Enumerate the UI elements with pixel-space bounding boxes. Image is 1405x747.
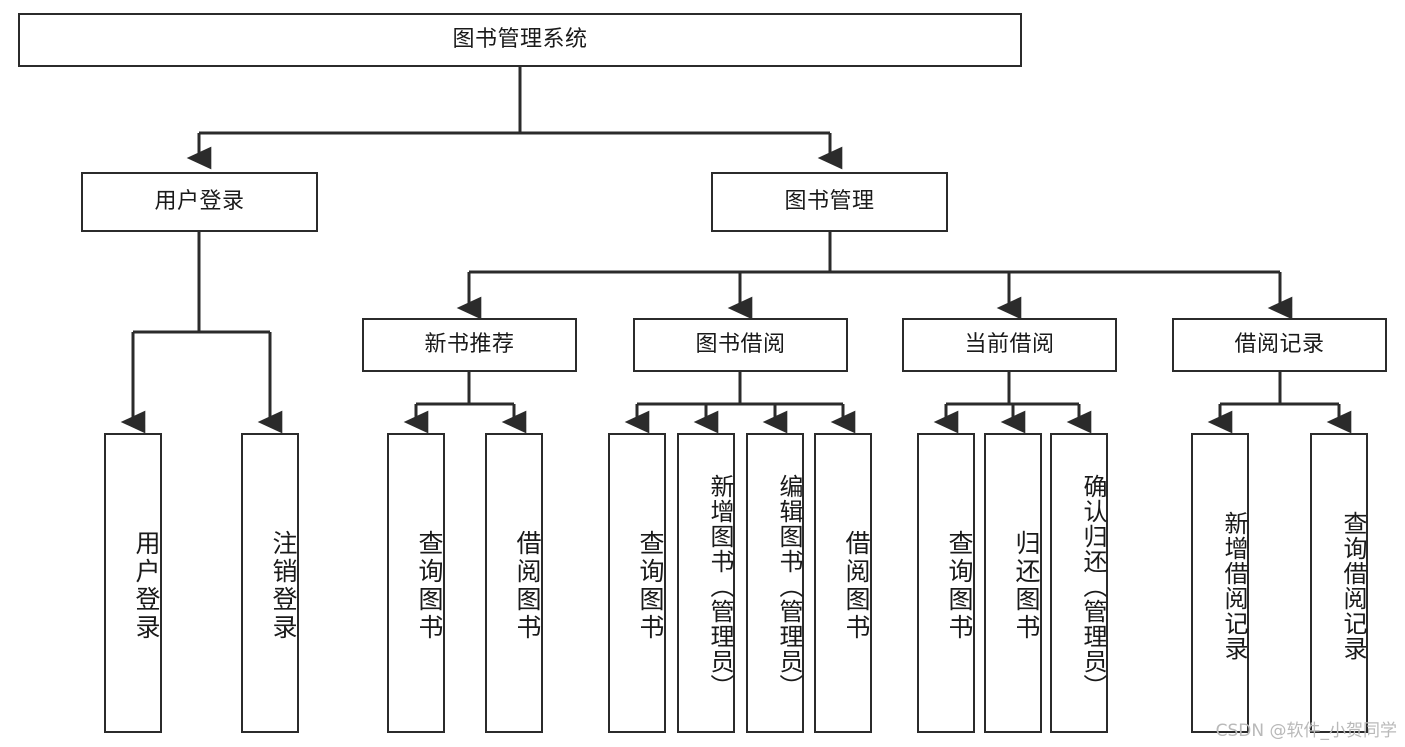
leaf-label: 借阅图书: [842, 530, 871, 642]
node-book-borrow[interactable]: 图书借阅: [633, 318, 848, 372]
leaf-label: 新增借阅记录: [1220, 511, 1248, 661]
leaf-label: 借阅图书: [513, 530, 542, 642]
leaf-user-login-logout[interactable]: 注销登录: [241, 433, 299, 733]
leaf-borrow-record-query[interactable]: 查询借阅记录: [1310, 433, 1368, 733]
leaf-borrow-record-add[interactable]: 新增借阅记录: [1191, 433, 1249, 733]
leaf-book-borrow-edit[interactable]: 编辑图书（管理员）: [746, 433, 804, 733]
leaf-label: 用户登录: [132, 530, 161, 642]
watermark-text: CSDN @软件_小贺同学: [1215, 721, 1397, 741]
leaf-book-borrow-query[interactable]: 查询图书: [608, 433, 666, 733]
node-new-book-recommend[interactable]: 新书推荐: [362, 318, 577, 372]
leaf-label: 归还图书: [1012, 530, 1041, 642]
leaf-label: 编辑图书（管理员）: [775, 473, 803, 699]
leaf-label: 注销登录: [269, 530, 298, 642]
node-borrow-record[interactable]: 借阅记录: [1172, 318, 1387, 372]
node-book-management-label: 图书管理: [784, 189, 875, 215]
leaf-label: 新增图书（管理员）: [706, 473, 734, 699]
node-new-book-recommend-label: 新书推荐: [424, 332, 515, 358]
leaf-label: 查询图书: [945, 530, 974, 642]
leaf-user-login-login[interactable]: 用户登录: [104, 433, 162, 733]
node-book-management[interactable]: 图书管理: [711, 172, 948, 232]
leaf-current-borrow-return[interactable]: 归还图书: [984, 433, 1042, 733]
leaf-current-borrow-confirm[interactable]: 确认归还（管理员）: [1050, 433, 1108, 733]
leaf-new-book-query[interactable]: 查询图书: [387, 433, 445, 733]
node-user-login-label: 用户登录: [154, 189, 245, 215]
leaf-label: 查询借阅记录: [1339, 511, 1367, 661]
node-user-login[interactable]: 用户登录: [81, 172, 318, 232]
node-book-borrow-label: 图书借阅: [695, 332, 786, 358]
node-borrow-record-label: 借阅记录: [1234, 332, 1325, 358]
node-current-borrow-label: 当前借阅: [964, 332, 1055, 358]
node-root-label: 图书管理系统: [452, 27, 588, 53]
node-current-borrow[interactable]: 当前借阅: [902, 318, 1117, 372]
leaf-book-borrow-borrow[interactable]: 借阅图书: [814, 433, 872, 733]
leaf-label: 查询图书: [415, 530, 444, 642]
leaf-current-borrow-query[interactable]: 查询图书: [917, 433, 975, 733]
leaf-label: 查询图书: [636, 530, 665, 642]
node-root[interactable]: 图书管理系统: [18, 13, 1022, 67]
leaf-label: 确认归还（管理员）: [1079, 473, 1107, 699]
leaf-new-book-borrow[interactable]: 借阅图书: [485, 433, 543, 733]
leaf-book-borrow-add[interactable]: 新增图书（管理员）: [677, 433, 735, 733]
